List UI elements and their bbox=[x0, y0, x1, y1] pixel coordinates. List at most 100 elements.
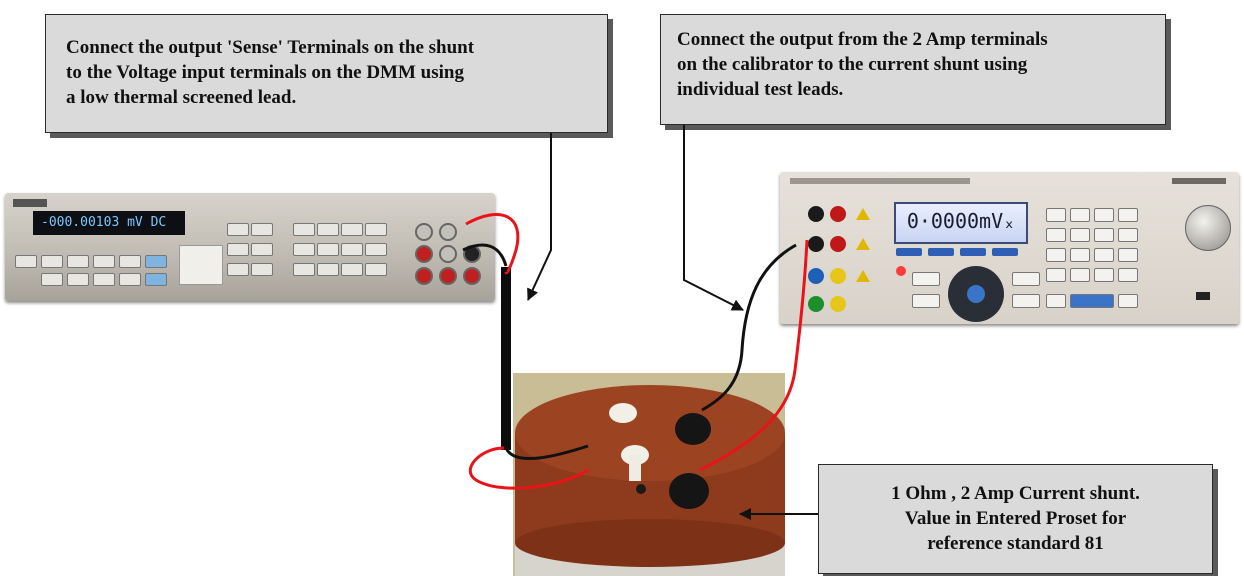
dmm-calibration-label bbox=[179, 245, 223, 285]
dmm-key bbox=[317, 263, 339, 276]
dmm-terminal bbox=[415, 245, 433, 263]
dmm-key bbox=[317, 243, 339, 256]
calibrator-key bbox=[1094, 208, 1114, 222]
calibrator-key bbox=[1046, 294, 1066, 308]
dmm-key bbox=[251, 263, 273, 276]
calibrator-key bbox=[1070, 228, 1090, 242]
calibrator-key bbox=[1012, 294, 1040, 308]
dmm-key bbox=[365, 243, 387, 256]
dmm-terminal bbox=[415, 223, 433, 241]
warning-triangle-icon bbox=[856, 238, 870, 250]
amp-pointer-arrow bbox=[683, 125, 744, 311]
callout-shunt-line-1: 1 Ohm , 2 Amp Current shunt. bbox=[891, 483, 1140, 504]
callout-amp-line-2: on the calibrator to the current shunt u… bbox=[677, 54, 1028, 75]
dmm-terminal bbox=[439, 245, 457, 263]
calibrator-terminal bbox=[808, 296, 824, 312]
calibrator-key bbox=[1046, 208, 1066, 222]
calibrator-terminal bbox=[830, 206, 846, 222]
dmm-key bbox=[41, 255, 63, 268]
calibrator-nav-center bbox=[967, 285, 985, 303]
dmm-terminal bbox=[439, 267, 457, 285]
dmm-key bbox=[341, 223, 363, 236]
red-sense-lead bbox=[465, 213, 520, 275]
calibrator-key bbox=[1046, 268, 1066, 282]
dmm-terminal bbox=[439, 223, 457, 241]
shunt-bottom-rim bbox=[515, 519, 785, 567]
calibrator-output-led bbox=[896, 266, 906, 276]
dmm-key bbox=[365, 223, 387, 236]
calibrator-terminal bbox=[830, 236, 846, 252]
dmm-key bbox=[341, 243, 363, 256]
calibrator-key bbox=[1094, 228, 1114, 242]
calibrator-terminal bbox=[808, 236, 824, 252]
dmm-key bbox=[317, 223, 339, 236]
dmm-key bbox=[145, 255, 167, 268]
calibrator-key bbox=[1118, 208, 1138, 222]
red-shunt-lead bbox=[468, 446, 589, 490]
callout-shunt-line-2: Value in Entered Proset for bbox=[904, 508, 1127, 529]
current-shunt-photo bbox=[513, 373, 785, 576]
shunt-white-terminal bbox=[609, 403, 637, 423]
black-shunt-lead bbox=[504, 444, 589, 461]
dmm-key bbox=[227, 223, 249, 236]
dmm-key bbox=[293, 243, 315, 256]
dmm-key bbox=[119, 273, 141, 286]
calibrator-key bbox=[1046, 228, 1066, 242]
shunt-top-face bbox=[515, 385, 785, 481]
shunt-terminal-post bbox=[629, 455, 641, 481]
sense-pointer-arrow bbox=[527, 133, 552, 301]
black-sense-lead bbox=[462, 243, 508, 267]
dmm-key bbox=[365, 263, 387, 276]
warning-triangle-icon bbox=[856, 270, 870, 282]
dmm-key bbox=[251, 243, 273, 256]
dmm-key bbox=[41, 273, 63, 286]
callout-sense-line-1: Connect the output 'Sense' Terminals on … bbox=[66, 37, 475, 58]
dmm-key bbox=[251, 223, 273, 236]
callout-sense-line-3: a low thermal screened lead. bbox=[66, 87, 297, 108]
callout-amp-connection: Connect the output from the 2 Amp termin… bbox=[660, 14, 1166, 125]
warning-triangle-icon bbox=[856, 208, 870, 220]
calibrator-softkey bbox=[960, 248, 986, 256]
calibrator-rotary-knob bbox=[1185, 205, 1231, 251]
calibrator-key bbox=[1070, 208, 1090, 222]
screened-lead bbox=[501, 267, 511, 450]
calibrator-key bbox=[1012, 272, 1040, 286]
red-current-lead bbox=[699, 239, 809, 472]
dmm-key bbox=[145, 273, 167, 286]
dmm-key bbox=[293, 223, 315, 236]
calibrator-key bbox=[912, 272, 940, 286]
calibrator-terminal bbox=[830, 296, 846, 312]
calibrator-brand-logo bbox=[1172, 178, 1226, 184]
dmm-key bbox=[227, 243, 249, 256]
current-shunt-drawing bbox=[513, 373, 785, 576]
calibrator-title-strip bbox=[790, 178, 970, 184]
dmm-key bbox=[93, 273, 115, 286]
calibrator-key bbox=[1046, 248, 1066, 262]
calibrator-usb-port bbox=[1196, 292, 1210, 300]
callout-shunt-line-3: reference standard 81 bbox=[927, 533, 1104, 554]
dmm-terminal bbox=[415, 267, 433, 285]
dmm-key bbox=[341, 263, 363, 276]
calibrator-key bbox=[912, 294, 940, 308]
calibrator-softkey bbox=[992, 248, 1018, 256]
dmm-instrument-photo: -000.00103 mV DC bbox=[5, 193, 495, 301]
calibrator-terminal bbox=[808, 268, 824, 284]
dmm-terminal bbox=[463, 267, 481, 285]
calibrator-key bbox=[1094, 268, 1114, 282]
calibrator-display: 0·0000mVₓ bbox=[894, 202, 1028, 244]
calibrator-key bbox=[1118, 248, 1138, 262]
dmm-key bbox=[119, 255, 141, 268]
callout-amp-line-1: Connect the output from the 2 Amp termin… bbox=[677, 29, 1048, 50]
calibrator-key bbox=[1070, 268, 1090, 282]
dmm-key bbox=[67, 273, 89, 286]
dmm-key bbox=[15, 255, 37, 268]
callout-current-shunt: 1 Ohm , 2 Amp Current shunt. Value in En… bbox=[818, 464, 1213, 574]
callout-sense-connection: Connect the output 'Sense' Terminals on … bbox=[45, 14, 608, 133]
calibrator-key bbox=[1118, 228, 1138, 242]
calibrator-key bbox=[1070, 248, 1090, 262]
dmm-display: -000.00103 mV DC bbox=[33, 211, 185, 235]
calibrator-key bbox=[1118, 294, 1138, 308]
calibrator-enter-key bbox=[1070, 294, 1114, 308]
callout-amp-line-3: individual test leads. bbox=[677, 79, 844, 100]
